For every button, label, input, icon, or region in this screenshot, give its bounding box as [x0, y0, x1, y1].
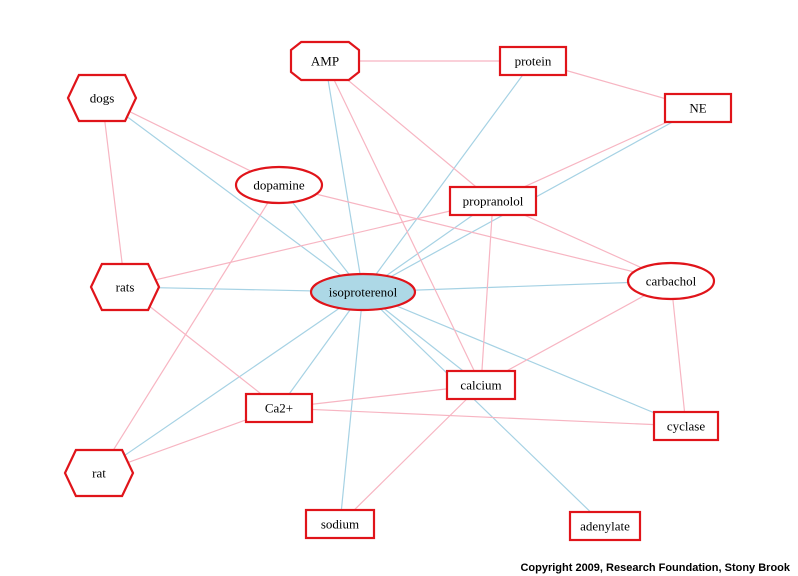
node-shape-dogs	[66, 73, 138, 123]
edge-isoproterenol-sodium	[339, 291, 364, 525]
edge-ca2-cyclase	[278, 407, 687, 427]
node-label-dopamine: dopamine	[253, 178, 304, 193]
edge-propranolol-rats	[124, 200, 494, 288]
node-cyclase[interactable]: cyclase	[652, 410, 720, 442]
node-adenylate[interactable]: adenylate	[568, 510, 642, 542]
node-dopamine[interactable]: dopamine	[234, 165, 324, 205]
node-shape-amp	[289, 40, 361, 82]
node-shape-carbachol	[626, 261, 716, 301]
node-isoproterenol[interactable]: isoproterenol	[309, 272, 417, 312]
node-label-amp: AMP	[311, 54, 339, 69]
edge-isoproterenol-adenylate	[362, 291, 606, 527]
node-shape-calcium	[445, 369, 517, 401]
node-shape-cyclase	[652, 410, 720, 442]
edge-dogs-dopamine	[101, 97, 280, 186]
edge-isoproterenol-dogs	[101, 97, 364, 293]
edge-calcium-sodium	[339, 384, 482, 525]
node-shape-adenylate	[568, 510, 642, 542]
node-label-carbachol: carbachol	[646, 274, 697, 289]
node-label-propranolol: propranolol	[463, 194, 524, 209]
node-shape-dopamine	[234, 165, 324, 205]
node-carbachol[interactable]: carbachol	[626, 261, 716, 301]
node-rat[interactable]: rat	[63, 448, 135, 498]
node-label-rats: rats	[116, 280, 135, 295]
edge-amp-calcium	[324, 60, 482, 386]
edge-rats-ca2	[124, 286, 280, 409]
node-label-protein: protein	[515, 54, 552, 69]
node-ne[interactable]: NE	[663, 92, 733, 124]
node-dogs[interactable]: dogs	[66, 73, 138, 123]
node-label-sodium: sodium	[321, 517, 359, 532]
node-shape-sodium	[304, 508, 376, 540]
edge-ne-propranolol	[492, 107, 699, 202]
node-amp[interactable]: AMP	[289, 40, 361, 82]
edge-isoproterenol-protein	[362, 60, 534, 293]
node-label-calcium: calcium	[460, 378, 501, 393]
node-shape-propranolol	[448, 185, 538, 217]
node-ca2[interactable]: Ca2+	[244, 392, 314, 424]
edge-propranolol-calcium	[480, 200, 494, 386]
edge-dopamine-rat	[98, 184, 280, 474]
node-shape-isoproterenol	[309, 272, 417, 312]
edge-isoproterenol-ca2	[278, 291, 364, 409]
node-propranolol[interactable]: propranolol	[448, 185, 538, 217]
node-label-cyclase: cyclase	[667, 419, 705, 434]
node-label-adenylate: adenylate	[580, 519, 630, 534]
node-label-dogs: dogs	[90, 91, 115, 106]
node-shape-protein	[498, 45, 568, 77]
node-label-ne: NE	[689, 101, 706, 116]
edge-isoproterenol-cyclase	[362, 291, 687, 427]
node-shape-rats	[89, 262, 161, 312]
node-rats[interactable]: rats	[89, 262, 161, 312]
node-label-rat: rat	[92, 466, 106, 481]
node-shape-ca2	[244, 392, 314, 424]
node-calcium[interactable]: calcium	[445, 369, 517, 401]
edge-dogs-rats	[101, 97, 126, 288]
edge-dopamine-carbachol	[278, 184, 672, 282]
copyright-notice: Copyright 2009, Research Foundation, Sto…	[520, 562, 790, 574]
node-label-ca2: Ca2+	[265, 401, 293, 416]
node-label-isoproterenol: isoproterenol	[329, 285, 398, 300]
edge-isoproterenol-amp	[324, 60, 364, 293]
node-shape-rat	[63, 448, 135, 498]
edge-isoproterenol-rat	[98, 291, 364, 474]
node-sodium[interactable]: sodium	[304, 508, 376, 540]
edge-amp-propranolol	[324, 60, 494, 202]
node-protein[interactable]: protein	[498, 45, 568, 77]
edge-carbachol-cyclase	[670, 280, 687, 427]
node-shape-ne	[663, 92, 733, 124]
edge-carbachol-calcium	[480, 280, 672, 386]
